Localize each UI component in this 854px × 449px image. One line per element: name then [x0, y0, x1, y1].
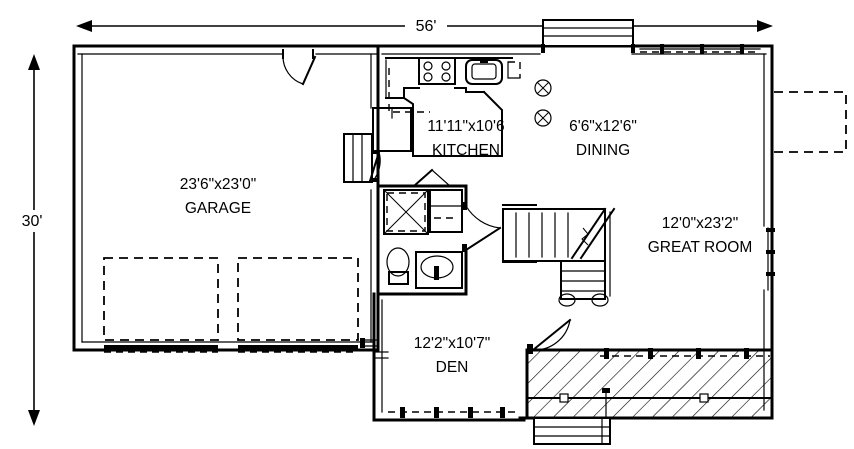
great-room-name-label: GREAT ROOM: [648, 239, 753, 256]
garage-door-left: [103, 257, 219, 353]
garage-size-label: 23'6"x23'0": [180, 176, 256, 193]
rear-entry-door: [527, 318, 572, 354]
porch-left-jamb: [375, 351, 389, 359]
great-room-size-label: 12'0"x23'2": [662, 215, 738, 232]
great-room-label-group: 12'0"x23'2" GREAT ROOM: [648, 215, 753, 256]
staircase: [502, 204, 616, 307]
garage-name-label: GARAGE: [185, 200, 251, 217]
right-wall-windows: [766, 227, 775, 291]
den-label-group: 12'2"x10'7" DEN: [414, 335, 490, 376]
width-dimension: 56': [76, 15, 773, 37]
garage-structure: [72, 44, 382, 352]
rear-porch: [525, 348, 774, 420]
dining-name-label: DINING: [576, 142, 630, 159]
kitchen-name-label: KITCHEN: [432, 142, 500, 159]
den-rear-windows: [388, 407, 516, 418]
bathroom: [376, 168, 502, 296]
garage-label-group: 23'6"x23'0" GARAGE: [180, 176, 256, 217]
top-wall-windows: [639, 44, 761, 54]
dining-size-label: 6'6"x12'6": [569, 118, 637, 135]
depth-dimension: 30': [12, 54, 56, 426]
den-side-window: [360, 338, 379, 348]
den-size-label: 12'2"x10'7": [414, 335, 490, 352]
kitchen-door: [343, 133, 381, 183]
width-dimension-label: 56': [416, 18, 437, 35]
kitchen-casework: [372, 57, 521, 157]
garage-service-door: [282, 49, 317, 86]
depth-dimension-label: 30': [22, 213, 43, 230]
garage-door-right: [237, 257, 359, 353]
porch-steps: [533, 388, 611, 445]
bar-stools: [534, 79, 552, 127]
dining-label-group: 6'6"x12'6" DINING: [569, 118, 637, 159]
kitchen-label-group: 11'11"x10'6 KITCHEN: [427, 118, 504, 159]
kitchen-size-label: 11'11"x10'6: [427, 118, 504, 135]
right-bay-window: [774, 91, 847, 153]
dining-bay-projection: [541, 19, 635, 53]
den-name-label: DEN: [436, 359, 469, 376]
